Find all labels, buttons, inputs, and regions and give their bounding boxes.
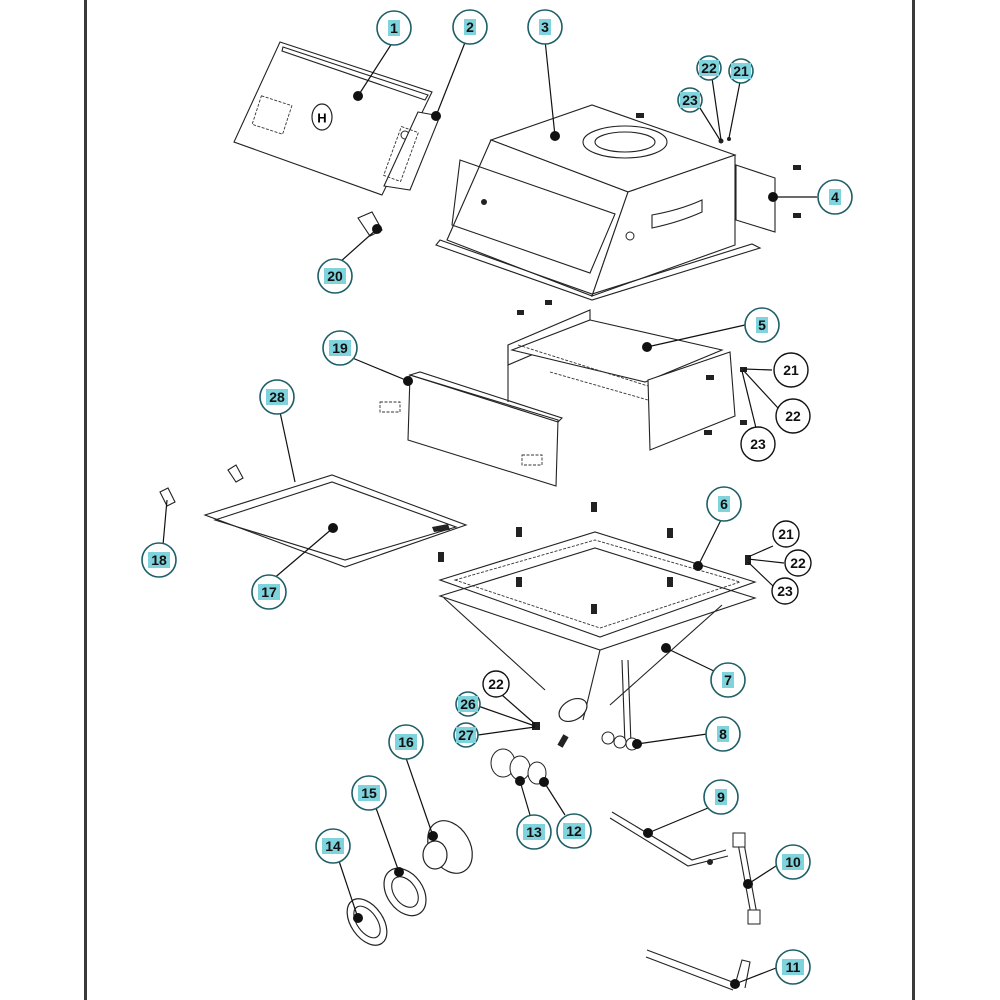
leader-lines	[162, 39, 817, 989]
callout-label: 16	[398, 734, 414, 750]
part-11-shaft[interactable]	[645, 949, 751, 991]
callout-18[interactable]: 18	[141, 542, 177, 578]
part-3-hopper-housing[interactable]	[435, 104, 762, 301]
callout-16[interactable]: 16	[388, 724, 424, 760]
part-17-tray[interactable]	[203, 474, 468, 568]
callout-8[interactable]: 8	[705, 716, 741, 752]
callout-label: 22	[701, 60, 717, 76]
callout-label: 9	[717, 789, 725, 805]
callout-22-low[interactable]: 22	[784, 549, 812, 577]
callout-5[interactable]: 5	[744, 307, 780, 343]
callout-label: 17	[261, 584, 277, 600]
callout-label: 12	[566, 823, 582, 839]
part-6-frame[interactable]	[438, 502, 757, 651]
callout-label: 13	[526, 824, 542, 840]
callout-label: 1	[390, 20, 398, 36]
callout-label: 5	[758, 317, 766, 333]
callout-label: 8	[719, 726, 727, 742]
callout-label: 14	[325, 838, 341, 854]
callout-label: 23	[777, 583, 793, 599]
callout-label: 19	[332, 340, 348, 356]
callout-label: 7	[724, 672, 732, 688]
callout-label: 22	[790, 555, 806, 571]
callout-12[interactable]: 12	[556, 813, 592, 849]
callout-1[interactable]: 1	[376, 10, 412, 46]
callout-label: 4	[831, 189, 839, 205]
callout-label: 6	[720, 496, 728, 512]
callout-label: 21	[783, 362, 799, 378]
callout-label: 18	[151, 552, 167, 568]
part-14-washer[interactable]	[339, 892, 395, 953]
callout-label: 3	[541, 19, 549, 35]
part-15-ring[interactable]	[375, 860, 434, 923]
right-border-line	[912, 0, 915, 1000]
callout-17[interactable]: 17	[251, 574, 287, 610]
callout-21-mid[interactable]: 21	[773, 352, 809, 388]
callout-label: 21	[733, 63, 749, 79]
callout-23-low[interactable]: 23	[771, 577, 799, 605]
part-5-bracket-frame[interactable]	[507, 300, 747, 451]
callout-11[interactable]: 11	[775, 949, 811, 985]
brand-logo-icon: H	[311, 103, 333, 131]
callout-22-mid[interactable]: 22	[775, 398, 811, 434]
callout-label: 15	[361, 785, 377, 801]
callout-9[interactable]: 9	[703, 779, 739, 815]
callout-14[interactable]: 14	[315, 828, 351, 864]
callout-28[interactable]: 28	[259, 379, 295, 415]
part-16-bearing-housing[interactable]	[419, 813, 482, 881]
callout-label: 28	[269, 389, 285, 405]
part-9-lever[interactable]	[609, 811, 729, 867]
callout-26[interactable]: 26	[455, 691, 481, 717]
callout-22-bottom[interactable]: 22	[482, 670, 510, 698]
callout-27[interactable]: 27	[453, 722, 479, 748]
callout-23-mid[interactable]: 23	[740, 426, 776, 462]
callout-3[interactable]: 3	[527, 9, 563, 45]
callout-label: 23	[682, 92, 698, 108]
part-19-front-guard[interactable]	[379, 371, 564, 487]
callout-19[interactable]: 19	[322, 330, 358, 366]
callout-13[interactable]: 13	[516, 814, 552, 850]
part-10-link-rod[interactable]	[732, 832, 761, 925]
callout-21-top[interactable]: 21	[728, 58, 754, 84]
callout-20[interactable]: 20	[317, 258, 353, 294]
callout-2[interactable]: 2	[452, 9, 488, 45]
part-18-clip[interactable]	[159, 464, 244, 507]
callout-label: 20	[327, 268, 343, 284]
callout-label: 10	[785, 854, 801, 870]
callout-label: 22	[488, 676, 504, 692]
callout-4[interactable]: 4	[817, 179, 853, 215]
callout-label: 2	[466, 19, 474, 35]
callout-23-top[interactable]: 23	[677, 87, 703, 113]
part-7-funnel[interactable]	[443, 597, 723, 748]
callout-10[interactable]: 10	[775, 844, 811, 880]
left-border-line	[84, 0, 87, 1000]
callout-15[interactable]: 15	[351, 775, 387, 811]
callout-label: 22	[785, 408, 801, 424]
part-4-side-plate[interactable]	[735, 164, 801, 233]
callout-22-top[interactable]: 22	[696, 55, 722, 81]
callout-label: 23	[750, 436, 766, 452]
callout-21-low[interactable]: 21	[772, 520, 800, 548]
callout-label: 27	[458, 727, 474, 743]
callout-6[interactable]: 6	[706, 486, 742, 522]
callout-label: 11	[786, 959, 801, 975]
callout-7[interactable]: 7	[710, 662, 746, 698]
callout-label: 21	[778, 526, 794, 542]
callout-label: 26	[460, 696, 476, 712]
part-8-knob[interactable]	[601, 731, 639, 751]
svg-text:H: H	[317, 111, 326, 126]
